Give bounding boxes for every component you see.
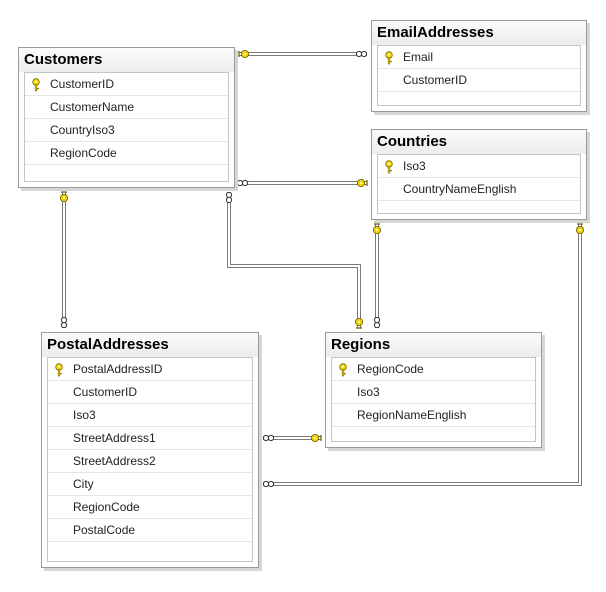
primary-key-icon	[384, 50, 394, 65]
column-row[interactable]: PostalAddressID	[48, 358, 252, 381]
relationship-connector[interactable]: Regions → Countries	[372, 223, 381, 329]
table-title[interactable]: Regions	[326, 333, 541, 357]
column-name: PostalCode	[73, 523, 136, 537]
many-end-icon	[225, 191, 233, 204]
column-name: Iso3	[73, 408, 96, 422]
column-name: CustomerID	[403, 73, 468, 87]
key-end-icon	[576, 223, 585, 234]
column-row[interactable]: CountryNameEnglish	[378, 178, 580, 201]
column-name: Iso3	[357, 385, 380, 399]
relationship-connector[interactable]: PostalAddresses → Countries	[262, 223, 585, 488]
key-end-icon	[60, 191, 69, 202]
column-name: RegionCode	[73, 500, 140, 514]
many-end-icon	[355, 50, 368, 58]
column-name: PostalAddressID	[73, 362, 163, 376]
column-name: RegionNameEnglish	[357, 408, 467, 422]
column-name: Iso3	[403, 159, 426, 173]
key-end-icon	[372, 223, 381, 234]
column-name: StreetAddress2	[73, 454, 156, 468]
column-row[interactable]: RegionCode	[332, 358, 535, 381]
column-name: StreetAddress1	[73, 431, 156, 445]
many-end-icon	[262, 434, 275, 442]
column-row[interactable]: StreetAddress1	[48, 427, 252, 450]
many-end-icon	[373, 316, 381, 329]
column-row[interactable]: StreetAddress2	[48, 450, 252, 473]
relationship-connector[interactable]: PostalAddresses → Regions	[262, 433, 322, 442]
column-row[interactable]: CustomerID	[25, 73, 228, 96]
many-end-icon	[60, 316, 68, 329]
relationship-connector[interactable]: Customers → Regions	[225, 191, 363, 329]
relationship-connector[interactable]: EmailAddresses → Customers	[238, 50, 368, 59]
column-row[interactable]: CountryIso3	[25, 119, 228, 142]
column-row[interactable]: Iso3	[332, 381, 535, 404]
column-row[interactable]: RegionNameEnglish	[332, 404, 535, 427]
many-end-icon	[236, 179, 249, 187]
column-row[interactable]: PostalCode	[48, 519, 252, 542]
column-row[interactable]: City	[48, 473, 252, 496]
key-end-icon	[310, 433, 322, 442]
primary-key-icon	[384, 159, 394, 174]
relationship-connector[interactable]: Customers → Countries	[236, 178, 368, 187]
table-title[interactable]: PostalAddresses	[42, 333, 258, 357]
primary-key-icon	[338, 362, 348, 377]
table-title[interactable]: Customers	[19, 48, 234, 72]
relationship-connector[interactable]: PostalAddresses → Customers	[60, 191, 69, 329]
table-title[interactable]: EmailAddresses	[372, 21, 586, 45]
column-name: CountryNameEnglish	[403, 182, 517, 196]
column-row[interactable]: Iso3	[378, 155, 580, 178]
column-name: CustomerID	[50, 77, 115, 91]
column-name: CustomerID	[73, 385, 138, 399]
many-end-icon	[262, 480, 275, 488]
key-end-icon	[238, 50, 249, 59]
primary-key-icon	[54, 362, 64, 377]
column-row[interactable]: RegionCode	[25, 142, 228, 165]
column-row[interactable]: RegionCode	[48, 496, 252, 519]
column-name: RegionCode	[50, 146, 117, 160]
column-name: City	[73, 477, 94, 491]
column-row[interactable]: CustomerName	[25, 96, 228, 119]
column-name: RegionCode	[357, 362, 424, 376]
key-end-icon	[356, 178, 368, 187]
column-row[interactable]: CustomerID	[378, 69, 580, 92]
column-name: CustomerName	[50, 100, 135, 114]
key-end-icon	[354, 317, 363, 329]
table-title[interactable]: Countries	[372, 130, 586, 154]
column-name: CountryIso3	[50, 123, 115, 137]
column-row[interactable]: Iso3	[48, 404, 252, 427]
column-row[interactable]: Email	[378, 46, 580, 69]
primary-key-icon	[31, 77, 41, 92]
column-name: Email	[403, 50, 434, 64]
column-row[interactable]: CustomerID	[48, 381, 252, 404]
